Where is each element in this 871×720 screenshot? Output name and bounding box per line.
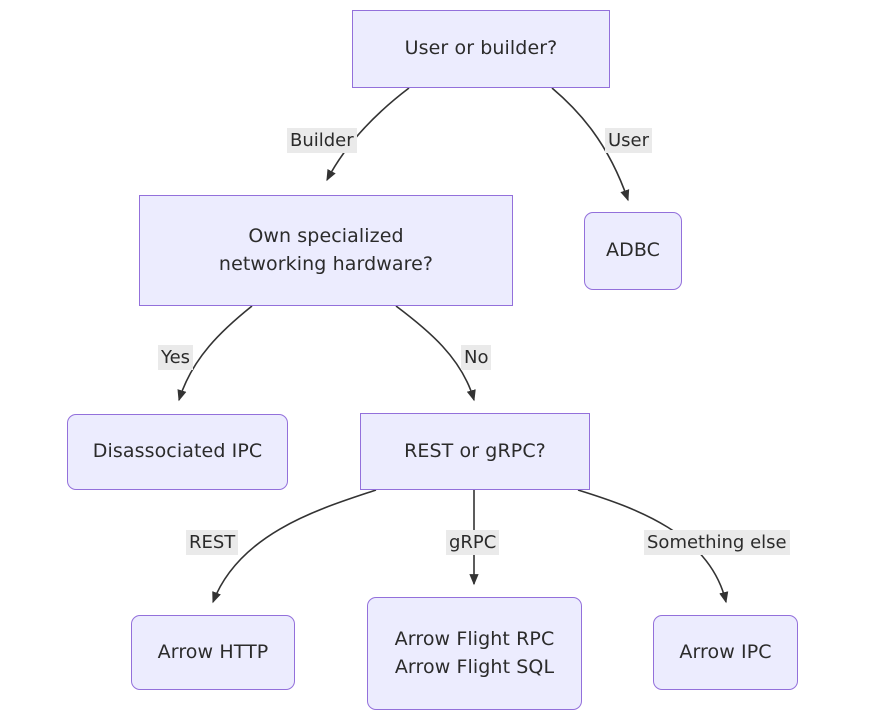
edge-label-hardware-to-rest-or-grpc: No — [461, 345, 492, 371]
edge-rest-or-grpc-to-arrow-ipc — [577, 489, 729, 604]
node-label: Arrow Flight RPC Arrow Flight SQL — [394, 627, 555, 678]
edge-root-to-hardware — [326, 87, 410, 182]
node-label: Own specialized networking hardware? — [218, 224, 434, 275]
node-disassociated-ipc[interactable]: Disassociated IPC — [67, 414, 288, 490]
node-label: ADBC — [606, 239, 660, 262]
node-rest-or-grpc[interactable]: REST or gRPC? — [360, 413, 590, 490]
node-arrow-ipc[interactable]: Arrow IPC — [653, 615, 798, 690]
node-arrow-flight[interactable]: Arrow Flight RPC Arrow Flight SQL — [367, 597, 582, 710]
edge-root-to-adbc — [551, 87, 630, 202]
node-hardware[interactable]: Own specialized networking hardware? — [139, 195, 513, 306]
node-label: Arrow IPC — [679, 640, 772, 663]
edge-hardware-to-disassociated-ipc — [177, 305, 253, 402]
edge-label-rest-or-grpc-to-arrow-http: REST — [186, 530, 239, 556]
edge-label-root-to-hardware: Builder — [287, 128, 357, 154]
node-label: Arrow HTTP — [157, 640, 269, 663]
node-arrow-http[interactable]: Arrow HTTP — [131, 615, 295, 690]
node-adbc[interactable]: ADBC — [584, 212, 682, 290]
edge-label-hardware-to-disassociated-ipc: Yes — [158, 345, 194, 371]
edge-label-root-to-adbc: User — [605, 128, 653, 154]
edge-rest-or-grpc-to-arrow-http — [212, 489, 377, 604]
node-label: User or builder? — [404, 37, 558, 60]
node-label: REST or gRPC? — [404, 439, 546, 462]
edge-hardware-to-rest-or-grpc — [395, 305, 476, 402]
edge-label-rest-or-grpc-to-arrow-flight: gRPC — [446, 530, 500, 556]
edge-path-group — [177, 87, 729, 604]
node-label: Disassociated IPC — [92, 440, 263, 463]
node-root[interactable]: User or builder? — [352, 10, 610, 88]
edge-label-rest-or-grpc-to-arrow-ipc: Something else — [644, 530, 790, 556]
